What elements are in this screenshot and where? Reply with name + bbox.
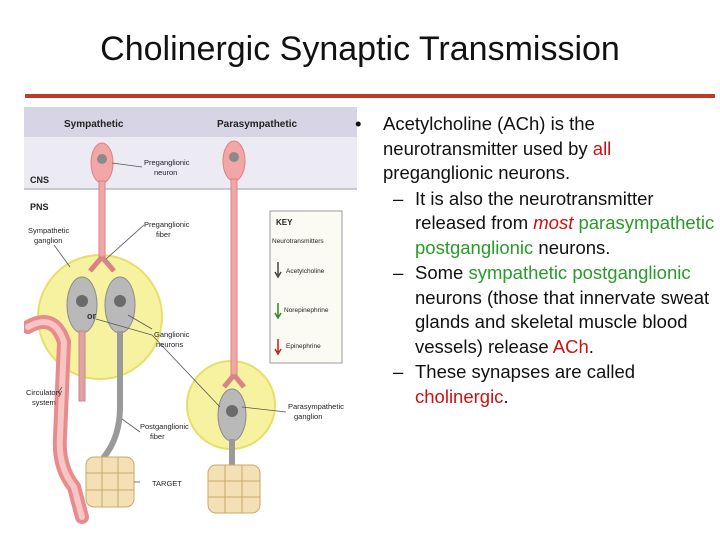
highlight-most: most bbox=[533, 212, 574, 233]
header-parasympathetic: Parasympathetic bbox=[217, 119, 297, 130]
key-neurotransmitters: Neurotransmitters bbox=[272, 238, 324, 245]
label-cns: CNS bbox=[30, 175, 49, 185]
label-postganglionic-fiber-2: fiber bbox=[150, 432, 165, 441]
label-postganglionic-fiber-1: Postganglionic bbox=[140, 422, 189, 431]
highlight-ach: ACh bbox=[552, 335, 589, 357]
key-acetylcholine: Acetylcholine bbox=[286, 268, 325, 275]
label-sympathetic-ganglion-1: Sympathetic bbox=[28, 226, 70, 235]
autonomic-diagram: Sympathetic Parasympathetic CNS PNS or bbox=[21, 107, 357, 527]
sympathetic-target-tissue bbox=[85, 456, 135, 508]
label-ganglionic-neurons-2: neurons bbox=[156, 340, 183, 349]
bullet-dot: • bbox=[355, 113, 362, 134]
label-preganglionic-fiber-1: Preganglionic bbox=[144, 220, 190, 229]
label-parasympathetic-ganglion-2: ganglion bbox=[294, 412, 322, 421]
label-circulatory-system-2: system bbox=[32, 398, 56, 407]
label-preganglionic-neuron-2: neuron bbox=[154, 168, 177, 177]
label-parasympathetic-ganglion-1: Parasympathetic bbox=[288, 402, 344, 411]
bullet-sub-2: –Some sympathetic postganglionic neurons… bbox=[393, 262, 710, 357]
key-title: KEY bbox=[276, 218, 293, 227]
key-norepinephrine: Norepinephrine bbox=[284, 307, 329, 314]
parasympathetic-target-tissue bbox=[207, 464, 261, 514]
sympathetic-preganglionic-neuron bbox=[88, 142, 116, 273]
leader-lines bbox=[53, 162, 287, 483]
bullet-main: •Acetylcholine (ACh) is the neurotransmi… bbox=[355, 113, 612, 183]
title-divider bbox=[25, 94, 715, 98]
parasympathetic-preganglionic-neuron bbox=[222, 140, 246, 389]
parasympathetic-ganglionic-neuron bbox=[217, 388, 247, 467]
blood-vessel-lumen bbox=[25, 319, 85, 520]
header-sympathetic: Sympathetic bbox=[64, 119, 124, 130]
label-circulatory-system-1: Circulatory bbox=[26, 388, 62, 397]
label-or: or bbox=[87, 311, 96, 321]
header-band bbox=[24, 107, 357, 137]
bullet-sub-1: –It is also the neurotransmitter release… bbox=[393, 187, 715, 258]
key-box: KEY Neurotransmitters Acetylcholine Nore… bbox=[269, 210, 343, 364]
label-ganglionic-neurons-1: Ganglionic bbox=[154, 330, 190, 339]
highlight-all: all bbox=[592, 137, 612, 159]
label-sympathetic-ganglion-2: ganglion bbox=[34, 236, 62, 245]
bullet-list: •Acetylcholine (ACh) is the neurotransmi… bbox=[355, 112, 715, 409]
bullet-sub-3: –These synapses are called cholinergic. bbox=[393, 361, 636, 407]
label-pns: PNS bbox=[30, 202, 49, 212]
label-preganglionic-neuron-1: Preganglionic bbox=[144, 158, 190, 167]
label-target: TARGET bbox=[152, 479, 182, 488]
slide-title: Cholinergic Synaptic Transmission bbox=[100, 30, 620, 68]
cns-band bbox=[24, 137, 357, 189]
label-preganglionic-fiber-2: fiber bbox=[156, 230, 171, 239]
highlight-cholinergic: cholinergic bbox=[415, 385, 504, 407]
key-epinephrine: Epinephrine bbox=[286, 343, 321, 350]
highlight-sympathetic: sympathetic postganglionic bbox=[468, 262, 691, 283]
acetylcholine-arrow-icon bbox=[274, 262, 282, 279]
highlight-parasympathetic: parasympathetic postganglionic bbox=[415, 212, 715, 258]
epinephrine-arrow-icon bbox=[274, 339, 282, 356]
sympathetic-ganglionic-neuron-left bbox=[66, 276, 98, 402]
norepinephrine-arrow-icon bbox=[274, 303, 282, 320]
